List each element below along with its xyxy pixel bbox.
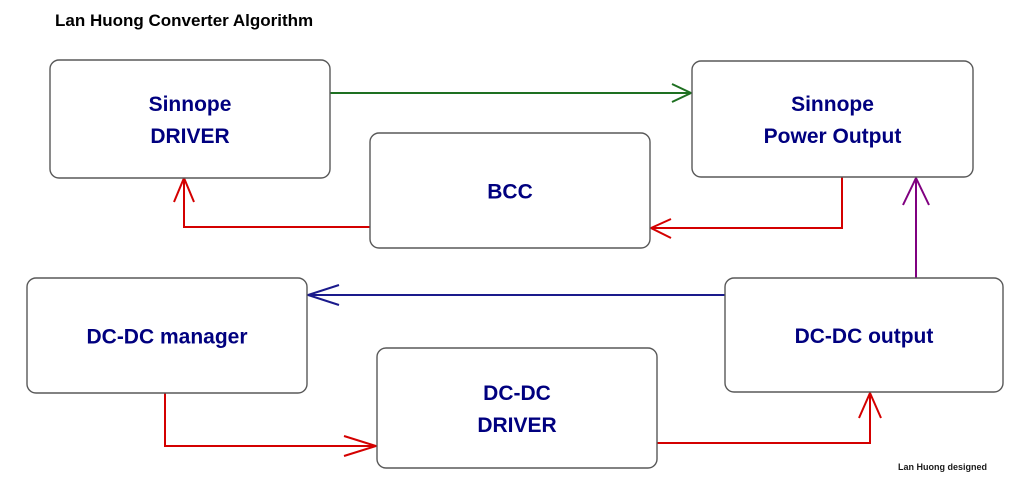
connector-bcc-to-driver bbox=[173, 175, 370, 228]
node-label: DRIVER bbox=[477, 414, 556, 437]
page-title: Lan Huong Converter Algorithm bbox=[55, 11, 313, 30]
node-box[interactable] bbox=[376, 347, 658, 469]
node-label: Power Output bbox=[764, 125, 902, 148]
node-label: Sinnope bbox=[149, 93, 232, 116]
node-box[interactable] bbox=[26, 277, 308, 394]
node-box[interactable] bbox=[369, 132, 651, 249]
connector-line bbox=[164, 393, 375, 447]
node-box[interactable] bbox=[49, 59, 331, 179]
arrowhead-icon bbox=[902, 175, 930, 206]
node-label: BCC bbox=[487, 181, 533, 204]
arrowhead-icon bbox=[648, 218, 672, 239]
connector-line bbox=[652, 177, 843, 229]
node-label: DC-DC output bbox=[795, 325, 934, 348]
node-dc-dc-output[interactable]: DC-DC output bbox=[724, 277, 1004, 393]
arrowhead-icon bbox=[858, 390, 882, 419]
connector-dc-dc-driver-to-output bbox=[657, 390, 882, 444]
node-dc-dc-manager[interactable]: DC-DC manager bbox=[26, 277, 308, 394]
connector-dc-dc-output-to-power-output bbox=[902, 175, 930, 278]
node-dc-dc-driver[interactable]: DC-DC DRIVER bbox=[376, 347, 658, 469]
node-label: DC-DC bbox=[483, 382, 551, 405]
node-label: DC-DC manager bbox=[86, 326, 247, 349]
connections-layer bbox=[164, 83, 930, 457]
connector-line bbox=[657, 394, 871, 444]
arrowhead-icon bbox=[304, 284, 340, 306]
signature-text: Lan Huong designed bbox=[898, 462, 987, 472]
connector-line bbox=[183, 179, 370, 228]
connector-power-output-to-bcc bbox=[648, 177, 843, 239]
node-bcc[interactable]: BCC bbox=[369, 132, 651, 249]
arrowhead-icon bbox=[671, 83, 694, 103]
node-label: Sinnope bbox=[791, 93, 874, 116]
node-box[interactable] bbox=[691, 60, 974, 178]
connector-driver-to-power-output bbox=[330, 83, 694, 103]
arrowhead-icon bbox=[343, 435, 380, 457]
node-label: DRIVER bbox=[150, 125, 229, 148]
connector-manager-to-dc-dc-driver bbox=[164, 393, 380, 457]
connector-dc-dc-output-to-manager bbox=[304, 284, 725, 306]
node-box[interactable] bbox=[724, 277, 1004, 393]
